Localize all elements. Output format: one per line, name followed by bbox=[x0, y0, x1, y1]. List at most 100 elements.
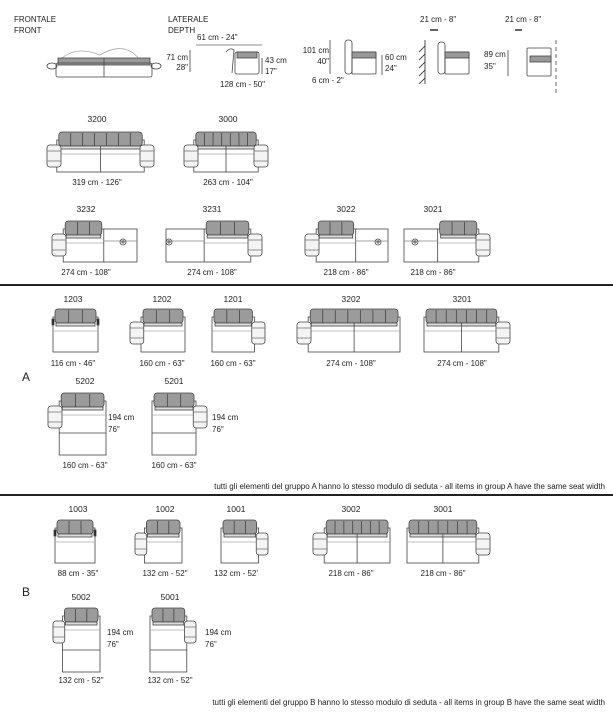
armrest bbox=[51, 233, 67, 257]
module-code: 3202 bbox=[341, 294, 361, 304]
dim-height-in: 28" bbox=[176, 63, 188, 72]
module-width-label: 218 cm - 86" bbox=[328, 569, 374, 578]
sofa-shape bbox=[46, 131, 155, 173]
front-view-drawing bbox=[46, 48, 162, 78]
armrest bbox=[184, 620, 197, 644]
dim-wall-gap-2: 21 cm - 8" bbox=[505, 15, 542, 24]
module-depth-label-in: 76" bbox=[107, 640, 119, 649]
seat-cushion-edge bbox=[55, 322, 96, 327]
module-width-label: 160 cm - 63" bbox=[62, 461, 108, 470]
dim-89-in: 35" bbox=[484, 62, 496, 71]
module-width-label: 116 cm - 46" bbox=[50, 359, 96, 368]
module-width-label: 160 cm - 63" bbox=[139, 359, 185, 368]
dim-seat-depth: 61 cm - 24" bbox=[197, 33, 238, 42]
module-width-label: 132 cm - 52" bbox=[147, 676, 193, 685]
group-b-note: tutti gli elementi del gruppo B hanno lo… bbox=[212, 698, 605, 707]
dim-seat-height-in: 17" bbox=[265, 67, 277, 76]
armrest bbox=[183, 144, 199, 168]
module-code: 5201 bbox=[164, 376, 184, 386]
dim-recline-height: 101 cm bbox=[302, 46, 329, 55]
module-code: 1002 bbox=[155, 504, 175, 514]
armrest bbox=[247, 233, 263, 257]
dim-recline-height-in: 40" bbox=[317, 57, 329, 66]
sofa-shape bbox=[51, 220, 138, 263]
seat-cushion-edge bbox=[57, 533, 93, 538]
armrest bbox=[475, 532, 491, 556]
module-width-label: 132 cm - 52" bbox=[58, 676, 104, 685]
group-a-label: A bbox=[22, 370, 31, 384]
seat-cushion-edge bbox=[65, 621, 98, 626]
module-depth-label: 194 cm bbox=[108, 413, 135, 422]
armrest bbox=[253, 144, 269, 168]
module-depth-label-in: 76" bbox=[212, 425, 224, 434]
dim-open-depth: 128 cm - 50" bbox=[220, 80, 266, 89]
sofa-shape bbox=[183, 131, 269, 173]
front-view-title-en: FRONT bbox=[14, 26, 42, 35]
sofa-shape bbox=[296, 308, 401, 353]
module-code: 3231 bbox=[202, 204, 222, 214]
module-width-label: 132 cm - 52" bbox=[142, 569, 188, 578]
module-width-label: 218 cm - 86" bbox=[410, 268, 456, 277]
module-width-label: 274 cm - 108" bbox=[437, 359, 487, 368]
dim-89: 89 cm bbox=[484, 50, 506, 59]
armrest bbox=[52, 620, 66, 644]
asterisk-icon-cross bbox=[121, 240, 125, 244]
asterisk-icon bbox=[165, 238, 173, 246]
module-code: 3200 bbox=[87, 114, 107, 124]
sofa-shape bbox=[220, 519, 269, 564]
dim-seat-height: 43 cm bbox=[265, 56, 287, 65]
asterisk-icon-cross bbox=[376, 240, 380, 244]
module-code: 5002 bbox=[71, 592, 91, 602]
section-divider bbox=[0, 284, 613, 286]
seat-cushion-edge bbox=[223, 533, 257, 538]
armrest bbox=[296, 321, 312, 345]
armrest bbox=[495, 321, 511, 345]
sofa-shape bbox=[129, 308, 186, 353]
group-a-note: tutti gli elementi del gruppo A hanno lo… bbox=[214, 482, 605, 491]
module-width-label: 263 cm - 104" bbox=[203, 178, 253, 187]
module-code: 3232 bbox=[76, 204, 96, 214]
module-code: 3201 bbox=[452, 294, 472, 304]
module-depth-label-in: 76" bbox=[108, 425, 120, 434]
sofa-shape bbox=[423, 308, 511, 353]
module-code: 3002 bbox=[341, 504, 361, 514]
module-code: 1003 bbox=[68, 504, 88, 514]
sofa-shape bbox=[51, 308, 100, 353]
armrest bbox=[47, 405, 63, 429]
module-width-label: 132 cm - 52' bbox=[214, 569, 258, 578]
module-code: 3000 bbox=[218, 114, 238, 124]
side-view-drawing bbox=[189, 29, 557, 95]
sofa-shape bbox=[134, 519, 183, 564]
asterisk-icon bbox=[119, 238, 127, 246]
sofa-shape bbox=[149, 607, 197, 673]
asterisk-icon-cross bbox=[167, 240, 171, 244]
module-code: 3021 bbox=[423, 204, 443, 214]
module-depth-label: 194 cm bbox=[205, 628, 232, 637]
sofa-shape bbox=[304, 220, 389, 263]
seat-cushion-edge bbox=[152, 621, 185, 626]
armrest bbox=[129, 321, 145, 345]
module-width-label: 274 cm - 108" bbox=[61, 268, 111, 277]
sofa-shape bbox=[47, 392, 107, 456]
dim-depth-60: 60 cm bbox=[385, 53, 407, 62]
module-code: 1001 bbox=[226, 504, 246, 514]
armrest bbox=[255, 532, 269, 556]
module-depth-label: 194 cm bbox=[107, 628, 134, 637]
module-depth-label-in: 76" bbox=[205, 640, 217, 649]
sofa-shape bbox=[53, 519, 97, 564]
asterisk-icon bbox=[411, 238, 419, 246]
side-bracket bbox=[53, 529, 57, 537]
